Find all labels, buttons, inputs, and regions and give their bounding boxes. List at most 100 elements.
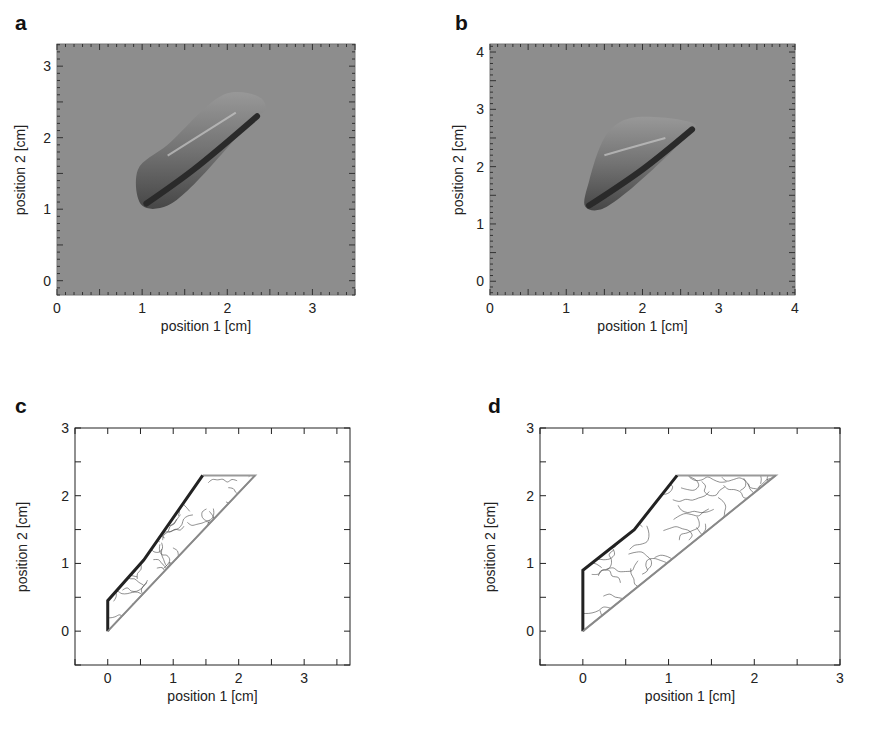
axis-title: position 2 [cm] — [451, 124, 465, 214]
panel — [75, 428, 350, 665]
contour-lines — [544, 461, 802, 644]
panel-letter: d — [488, 395, 501, 416]
contour-line — [751, 552, 776, 575]
contour-line — [182, 594, 210, 600]
panel — [490, 44, 795, 295]
contour-line — [159, 626, 181, 643]
contour-line — [678, 505, 714, 512]
contour-line — [122, 514, 149, 519]
contour-line — [724, 485, 752, 504]
specimen-highlight — [604, 138, 665, 155]
contour-line — [674, 602, 692, 628]
contour-line — [663, 527, 692, 540]
contour-line — [169, 562, 181, 591]
tick-label: 0 — [43, 274, 51, 288]
contour-line — [640, 615, 662, 631]
contour-line — [724, 520, 760, 531]
contour-line — [678, 598, 704, 623]
axis-title: position 1 [cm] — [161, 319, 251, 333]
contour-line — [674, 509, 709, 520]
contour-line — [151, 463, 161, 489]
tick-label: 3 — [43, 59, 51, 73]
contour-line — [624, 476, 651, 492]
tick-label: 3 — [61, 421, 69, 435]
axis-ticks — [490, 44, 795, 295]
contour-line — [568, 493, 605, 501]
contour-line — [740, 590, 774, 600]
tick-label: 2 — [235, 671, 243, 685]
contour-line — [153, 473, 181, 482]
axis-title: position 1 [cm] — [597, 319, 687, 333]
outline-edge — [583, 475, 776, 631]
contour-line — [243, 528, 261, 552]
contour-line — [633, 595, 660, 617]
tick-label: 1 — [562, 301, 570, 315]
contour-line — [206, 554, 221, 570]
contour-line — [712, 527, 740, 540]
contour-line — [132, 530, 143, 552]
contour-line — [251, 525, 272, 543]
outline-edge — [108, 475, 255, 631]
tick-label: 3 — [836, 671, 844, 685]
contour-line — [154, 593, 179, 608]
contour-line — [628, 552, 651, 570]
plot-frame — [75, 428, 350, 665]
contour-line — [568, 514, 598, 532]
tick-label: 1 — [43, 202, 51, 216]
axis-title: position 1 [cm] — [645, 689, 735, 703]
contour-line — [111, 493, 120, 515]
contour-line — [739, 461, 762, 484]
tick-label: 1 — [665, 671, 673, 685]
contour-line — [202, 564, 217, 582]
plot-frame — [540, 428, 840, 665]
contour-line — [767, 462, 772, 493]
contour-line — [238, 591, 262, 604]
contour-line — [673, 492, 709, 502]
contour-line — [223, 610, 239, 634]
contour-line — [642, 604, 673, 613]
contour-line — [159, 630, 179, 649]
tick-label: 1 — [138, 301, 146, 315]
contour-line — [753, 557, 787, 565]
contour-line — [223, 551, 251, 562]
contour-line — [699, 599, 729, 610]
panel — [540, 428, 840, 665]
contour-line — [213, 517, 240, 531]
contour-line — [140, 614, 154, 638]
contour-line — [751, 500, 789, 507]
tick-label: 4 — [791, 301, 799, 315]
contour-line — [744, 589, 781, 598]
contour-line — [167, 548, 179, 572]
contour-line — [110, 564, 132, 586]
tick-label: 3 — [526, 421, 534, 435]
contour-line — [718, 600, 748, 620]
contour-line — [226, 502, 252, 518]
contour-line — [149, 487, 169, 508]
contour-line — [760, 624, 779, 644]
contour-line — [133, 603, 142, 630]
contour-line — [106, 487, 116, 515]
tick-label: 3 — [715, 301, 723, 315]
panel-letter: c — [15, 395, 27, 416]
contour-line — [159, 544, 169, 568]
contour-line — [702, 481, 725, 495]
contour-line — [544, 550, 583, 553]
contour-line — [189, 596, 193, 626]
contour-line — [681, 474, 699, 490]
axis-title: position 2 [cm] — [13, 124, 27, 214]
contour-line — [722, 477, 746, 490]
axis-title: position 2 [cm] — [15, 501, 29, 591]
tick-label: 0 — [104, 671, 112, 685]
contour-line — [234, 564, 250, 582]
tick-label: 2 — [750, 671, 758, 685]
contour-line — [104, 480, 119, 504]
contour-line — [716, 552, 736, 574]
contour-line — [598, 466, 620, 491]
tick-label: 2 — [43, 131, 51, 145]
contour-line — [665, 605, 688, 626]
contour-line — [209, 511, 216, 540]
contour-line — [160, 471, 173, 499]
tick-label: 0 — [61, 624, 69, 638]
tick-label: 0 — [476, 274, 484, 288]
